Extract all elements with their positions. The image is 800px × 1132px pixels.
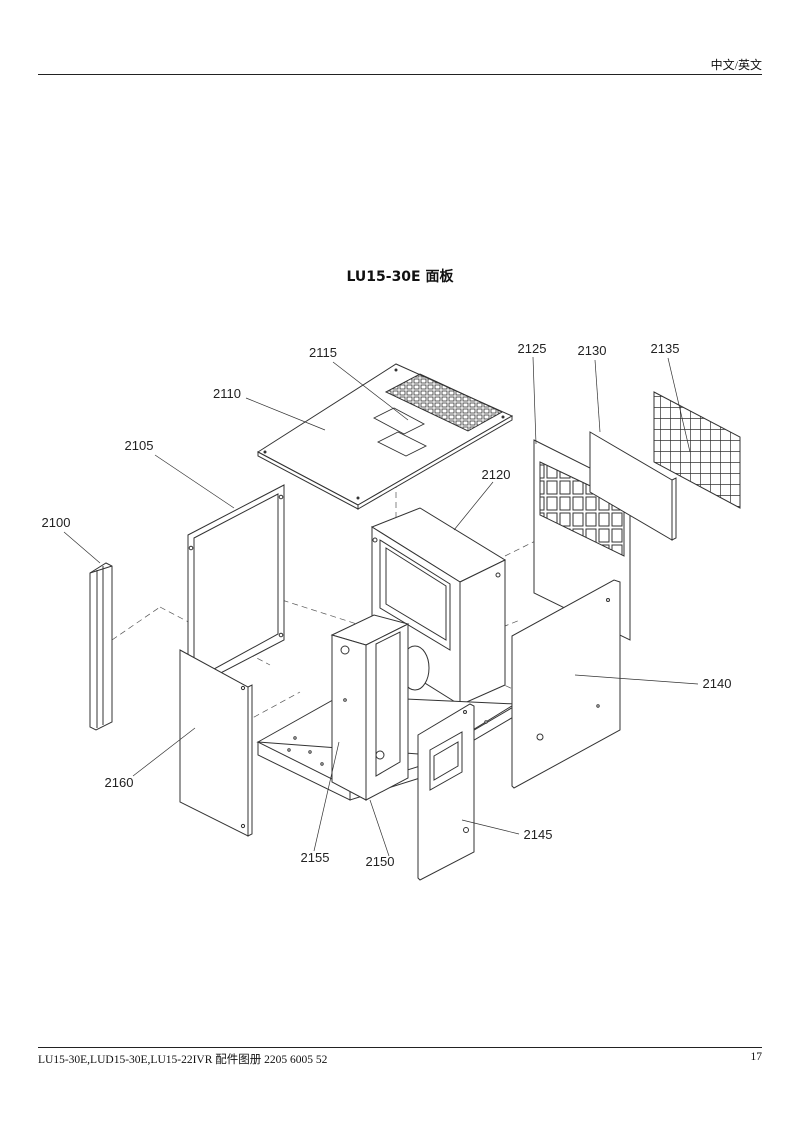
footer-doc-title: LU15-30E,LUD15-30E,LU15-22IVR 配件图册 2205 … bbox=[38, 1054, 328, 1066]
part-2145-front-door bbox=[417, 703, 475, 881]
part-2105-side-frame bbox=[187, 484, 285, 691]
part-label-2110: 2110 bbox=[213, 386, 241, 401]
part-label-2140: 2140 bbox=[703, 676, 732, 691]
part-2100-profile bbox=[89, 562, 113, 731]
part-2160-side-panel bbox=[179, 649, 253, 837]
part-label-2105: 2105 bbox=[125, 438, 154, 453]
page-title: LU15-30E 面板 bbox=[346, 269, 454, 285]
part-label-2160: 2160 bbox=[105, 775, 134, 790]
part-label-2145: 2145 bbox=[524, 827, 553, 842]
part-2140-side-panel bbox=[511, 579, 621, 789]
part-label-2115: 2115 bbox=[309, 345, 337, 360]
part-2110-top-panel bbox=[257, 363, 514, 510]
part-label-2100: 2100 bbox=[42, 515, 71, 530]
header-rule bbox=[38, 74, 762, 75]
part-label-2150: 2150 bbox=[366, 854, 395, 869]
part-2135-grid-mesh bbox=[653, 391, 741, 509]
leader-lines bbox=[63, 356, 699, 857]
part-2155-column-box bbox=[330, 614, 410, 801]
part-label-2130: 2130 bbox=[578, 343, 607, 358]
part-2130-filter-plate bbox=[589, 431, 677, 541]
footer-rule bbox=[38, 1047, 762, 1048]
header-language-label: 中文/英文 bbox=[710, 58, 762, 72]
part-label-2135: 2135 bbox=[651, 341, 680, 356]
part-label-2125: 2125 bbox=[518, 341, 547, 356]
page-number: 17 bbox=[750, 1051, 763, 1063]
part-labels: 2100 2105 2110 2115 2120 2125 2130 2135 … bbox=[42, 341, 732, 869]
part-label-2120: 2120 bbox=[482, 467, 511, 482]
part-label-2155: 2155 bbox=[301, 850, 330, 865]
